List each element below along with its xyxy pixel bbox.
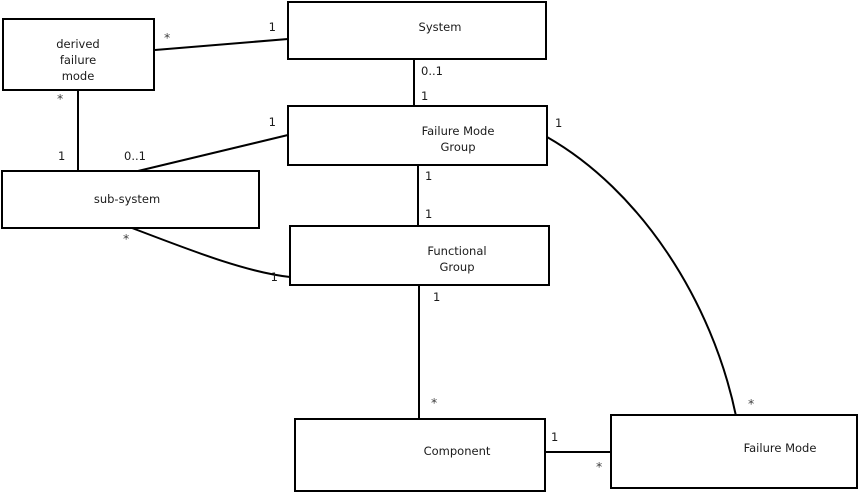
class-box-system-rect[interactable] <box>287 1 547 60</box>
class-box-sub-system[interactable]: sub-system <box>1 170 260 229</box>
multiplicity-subsys-fg-near-subsys: * <box>123 231 129 246</box>
multiplicity-fg-comp-near-fg: 1 <box>433 290 440 304</box>
class-box-component[interactable]: Component <box>294 418 546 492</box>
multiplicity-comp-fm-near-comp: 1 <box>551 430 558 444</box>
association-derived-failure-mode-system <box>154 38 289 51</box>
multiplicity-dfm-subsys-near-subsys: 1 <box>58 149 65 163</box>
class-box-functional-group-rect[interactable] <box>289 225 550 286</box>
class-box-functional-group[interactable]: Functional Group <box>289 225 550 286</box>
class-label-functional-group-line1: Functional <box>427 244 486 258</box>
class-label-failure-mode-group-line1: Failure Mode <box>422 124 495 138</box>
multiplicity-dfm-subsys-near-dfm: * <box>57 91 63 106</box>
class-label-functional-group-line2: Group <box>439 260 474 274</box>
class-box-derived-failure-mode-rect[interactable] <box>2 18 155 91</box>
class-label-sub-system: sub-system <box>94 192 160 206</box>
class-box-failure-mode[interactable]: Failure Mode <box>610 414 858 489</box>
class-box-failure-mode-group[interactable]: Failure Mode Group <box>287 105 548 166</box>
multiplicity-fmg-fm-near-fm: * <box>748 396 754 411</box>
multiplicity-fmg-fg-near-fg: 1 <box>425 207 432 221</box>
multiplicity-system-fmg-near-fmg: 1 <box>421 89 428 103</box>
class-label-failure-mode: Failure Mode <box>744 441 817 455</box>
class-label-derived-failure-mode-line1: derived <box>56 37 99 51</box>
class-box-component-rect[interactable] <box>294 418 546 492</box>
class-label-failure-mode-group-line2: Group <box>440 140 475 154</box>
class-box-failure-mode-rect[interactable] <box>610 414 858 489</box>
class-label-derived-failure-mode-line3: mode <box>62 69 95 83</box>
class-label-component: Component <box>424 444 491 458</box>
multiplicity-comp-fm-near-fm: * <box>596 459 602 474</box>
class-box-derived-failure-mode[interactable]: derived failure mode <box>2 18 155 91</box>
association-sub-system-functional-group <box>131 227 291 278</box>
class-label-system: System <box>419 20 462 34</box>
multiplicity-system-fmg-near-system: 0..1 <box>421 64 443 78</box>
multiplicity-fmg-fg-near-fmg: 1 <box>425 169 432 183</box>
class-box-system[interactable]: System <box>287 1 547 60</box>
multiplicity-dfm-system-near-system: 1 <box>269 20 276 34</box>
multiplicity-dfm-system-near-dfm: * <box>164 30 170 45</box>
association-failure-mode-group-failure-mode <box>546 136 737 417</box>
multiplicity-fg-comp-near-comp: * <box>431 395 437 410</box>
multiplicity-subsys-fmg-near-subsys: 0..1 <box>124 149 146 163</box>
multiplicity-subsys-fg-near-fg: 1 <box>271 270 278 284</box>
class-box-sub-system-rect[interactable] <box>1 170 260 229</box>
class-box-failure-mode-group-rect[interactable] <box>287 105 548 166</box>
multiplicity-subsys-fmg-near-fmg: 1 <box>269 115 276 129</box>
multiplicity-fmg-fm-near-fmg: 1 <box>555 116 562 130</box>
association-sub-system-failure-mode-group <box>137 134 289 172</box>
class-label-derived-failure-mode-line2: failure <box>60 53 96 67</box>
